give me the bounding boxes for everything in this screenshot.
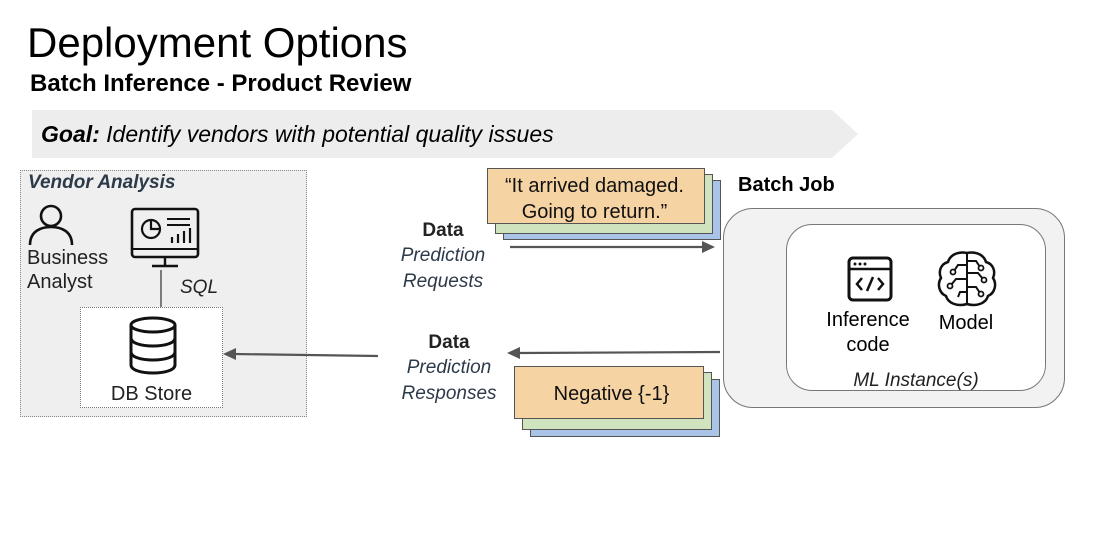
request-card-front: [487, 168, 705, 224]
requests-caption-line-1: Prediction: [400, 245, 486, 266]
vendor-analysis-title: Vendor Analysis: [28, 172, 176, 193]
business-analyst-label: Business Analyst: [27, 246, 108, 294]
response-data-label: Data: [428, 332, 470, 353]
inference-line-2: code: [846, 334, 890, 356]
store-arrow: [223, 348, 378, 360]
sql-label: SQL: [180, 277, 219, 298]
brain-model-icon: [937, 251, 997, 307]
database-icon: [129, 316, 177, 375]
page-subtitle: Batch Inference - Product Review: [30, 70, 412, 97]
model-label: Model: [938, 312, 994, 334]
responses-caption-line-2: Responses: [401, 383, 497, 404]
sentiment-result: Negative {-1}: [553, 383, 670, 405]
prediction-responses-caption: Prediction Responses: [388, 355, 510, 407]
analyst-line-2: Analyst: [27, 271, 93, 293]
goal-statement: Goal: Identify vendors with potential qu…: [41, 120, 554, 148]
goal-banner: [32, 110, 858, 158]
responses-caption-line-1: Prediction: [406, 357, 492, 378]
person-icon: [28, 204, 74, 246]
db-store-label: DB Store: [110, 383, 193, 405]
ml-instance-container: [786, 224, 1046, 391]
inference-line-1: Inference: [826, 309, 910, 331]
inference-code-label: Inference code: [815, 308, 921, 358]
code-window-icon: [847, 256, 893, 302]
db-store-box: [80, 307, 223, 408]
response-card-front: [514, 366, 704, 419]
ml-instance-label: ML Instance(s): [853, 370, 979, 391]
request-data-label: Data: [422, 220, 464, 241]
request-arrow: [510, 241, 715, 253]
analyst-line-1: Business: [27, 247, 109, 269]
review-line-2: Going to return.”: [521, 201, 668, 223]
goal-prefix: Goal:: [41, 121, 100, 147]
review-text: “It arrived damaged. Going to return.”: [487, 173, 702, 225]
review-line-1: “It arrived damaged.: [505, 175, 684, 197]
batch-job-title: Batch Job: [738, 174, 835, 196]
prediction-requests-caption: Prediction Requests: [388, 243, 498, 295]
requests-caption-line-2: Requests: [402, 271, 484, 292]
dashboard-monitor-icon: [130, 207, 200, 268]
response-arrow: [507, 347, 720, 359]
goal-text: Identify vendors with potential quality …: [106, 121, 554, 147]
page-title: Deployment Options: [27, 19, 408, 66]
